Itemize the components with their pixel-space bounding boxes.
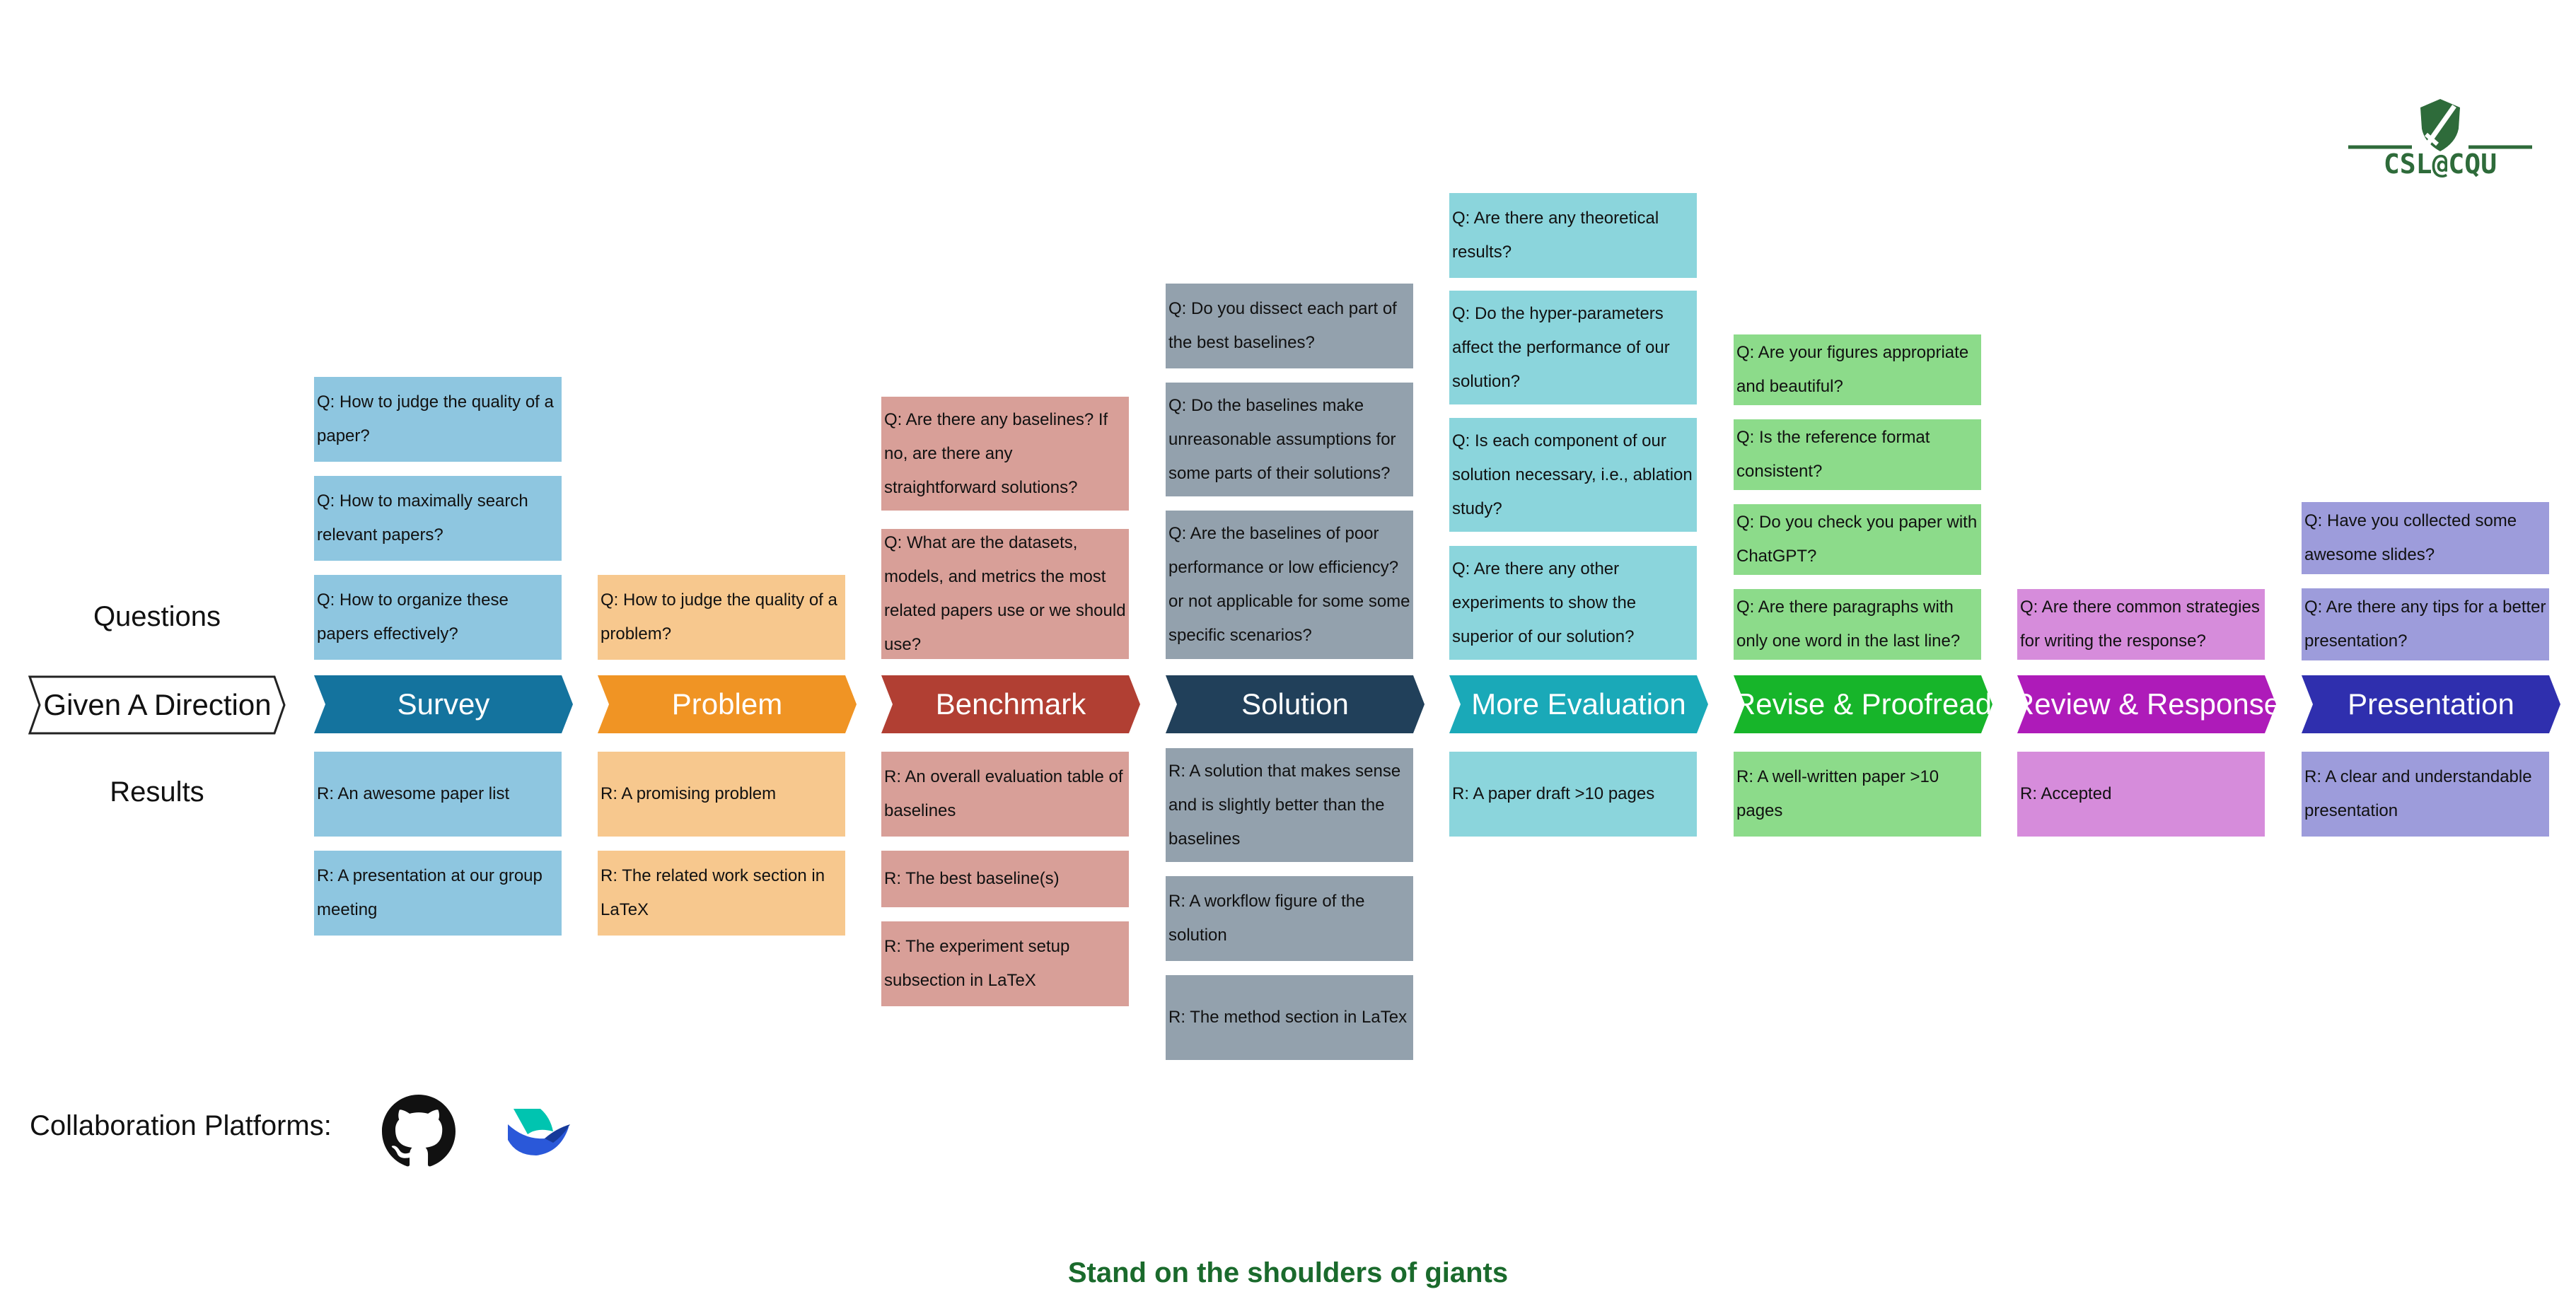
result-card: R: A well-written paper >10 pages xyxy=(1734,752,1981,837)
question-card: Q: Are there any baselines? If no, are t… xyxy=(881,397,1129,511)
result-card: R: A clear and understandable presentati… xyxy=(2302,752,2549,837)
question-card: Q: Are your figures appropriate and beau… xyxy=(1734,334,1981,405)
question-card: Q: How to organize these papers effectiv… xyxy=(314,575,562,660)
question-card: Q: How to judge the quality of a paper? xyxy=(314,377,562,462)
collaboration-platforms-label: Collaboration Platforms: xyxy=(30,1110,332,1141)
result-card: R: A workflow figure of the solution xyxy=(1166,876,1413,961)
question-card: Q: Do the hyper-parameters affect the pe… xyxy=(1449,291,1697,404)
question-card: Q: Do you dissect each part of the best … xyxy=(1166,284,1413,368)
question-card: Q: Have you collected some awesome slide… xyxy=(2302,502,2549,574)
stage-label: More Evaluation xyxy=(1471,687,1686,721)
result-card: R: The related work section in LaTeX xyxy=(598,851,845,936)
result-card: R: The best baseline(s) xyxy=(881,851,1129,907)
result-card: R: A presentation at our group meeting xyxy=(314,851,562,936)
question-card: Q: How to judge the quality of a problem… xyxy=(598,575,845,660)
stage-label: Review & Response xyxy=(2012,687,2281,721)
stage-label: Survey xyxy=(397,687,490,721)
question-card: Q: Do the baselines make unreasonable as… xyxy=(1166,383,1413,496)
result-card: R: A solution that makes sense and is sl… xyxy=(1166,748,1413,862)
question-card: Q: Are there any tips for a better prese… xyxy=(2302,588,2549,660)
lark-icon[interactable] xyxy=(504,1103,574,1160)
question-card: Q: Do you check you paper with ChatGPT? xyxy=(1734,504,1981,575)
logo-text: CSL@CQU xyxy=(2383,148,2497,180)
result-card: R: A paper draft >10 pages xyxy=(1449,752,1697,837)
stage-label: Benchmark xyxy=(935,687,1086,721)
result-card: R: The experiment setup subsection in La… xyxy=(881,921,1129,1006)
question-card: Q: Is each component of our solution nec… xyxy=(1449,418,1697,532)
result-card: R: The method section in LaTex xyxy=(1166,975,1413,1060)
github-icon[interactable] xyxy=(382,1095,456,1168)
stage-problem: Problem xyxy=(598,675,857,733)
stage-survey: Survey xyxy=(314,675,573,733)
result-card: R: An overall evaluation table of baseli… xyxy=(881,752,1129,837)
result-card: R: A promising problem xyxy=(598,752,845,837)
question-card: Q: What are the datasets, models, and me… xyxy=(881,529,1129,659)
stage-solution: Solution xyxy=(1166,675,1425,733)
stage-label: Presentation xyxy=(2348,687,2514,721)
question-card: Q: Are there paragraphs with only one wo… xyxy=(1734,589,1981,660)
shield-sword-icon xyxy=(2348,99,2532,151)
stage-label: Revise & Proofread xyxy=(1734,687,1992,721)
stage-review-response: Review & Response xyxy=(2017,675,2276,733)
question-card: Q: Are there any other experiments to sh… xyxy=(1449,546,1697,660)
stage-label: Solution xyxy=(1241,687,1349,721)
question-card: Q: How to maximally search relevant pape… xyxy=(314,476,562,561)
results-row-label: Results xyxy=(110,776,204,808)
result-card: R: Accepted xyxy=(2017,752,2265,837)
question-card: Q: Is the reference format consistent? xyxy=(1734,419,1981,490)
question-card: Q: Are there common strategies for writi… xyxy=(2017,589,2265,660)
motto: Stand on the shoulders of giants xyxy=(1067,1257,1509,1288)
start-direction-label: Given A Direction xyxy=(43,688,272,721)
stage-more-evaluation: More Evaluation xyxy=(1449,675,1708,733)
questions-row-label: Questions xyxy=(93,601,221,632)
question-card: Q: Are there any theoretical results? xyxy=(1449,193,1697,278)
result-card: R: An awesome paper list xyxy=(314,752,562,837)
start-direction-box: Given A Direction xyxy=(28,675,286,735)
stage-label: Problem xyxy=(671,687,783,721)
stage-benchmark: Benchmark xyxy=(881,675,1140,733)
stage-presentation: Presentation xyxy=(2302,675,2560,733)
stage-revise-proofread: Revise & Proofread xyxy=(1734,675,1992,733)
csl-cqu-logo: CSL@CQU xyxy=(2334,92,2546,191)
question-card: Q: Are the baselines of poor performance… xyxy=(1166,511,1413,659)
